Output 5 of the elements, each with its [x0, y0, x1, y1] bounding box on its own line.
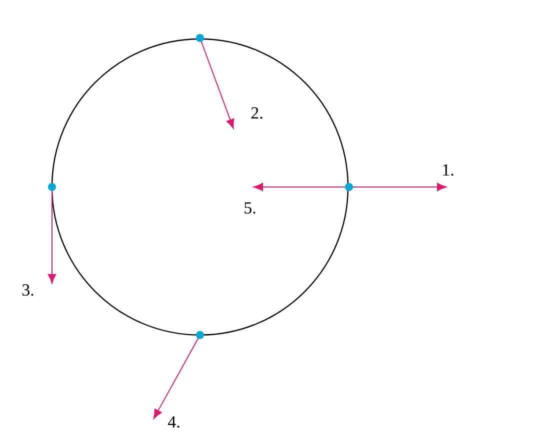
vector-label: 5.: [244, 202, 256, 214]
vector-label: 4.: [168, 416, 180, 428]
vector-label: 2.: [251, 107, 262, 119]
vector-label: 3.: [22, 284, 34, 296]
vector-label: 1.: [443, 164, 454, 176]
